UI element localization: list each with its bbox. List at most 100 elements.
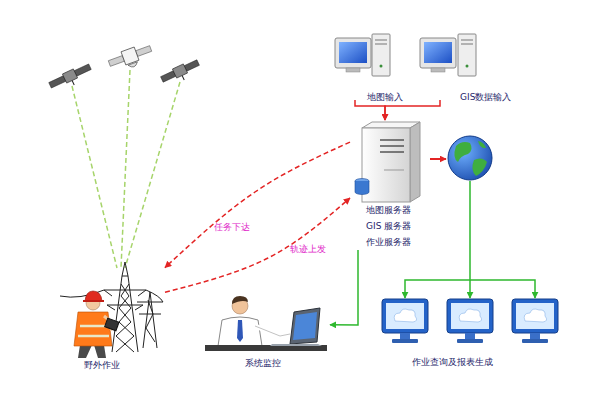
connector-line (469, 280, 471, 298)
node-label: GIS 服务器 (366, 221, 411, 232)
monitor-icon (530, 333, 540, 339)
computer-icon (375, 40, 387, 41)
server-icon (355, 181, 369, 195)
field-work-node: 野外作业 (55, 262, 165, 374)
pylon (143, 292, 157, 348)
satellite (74, 64, 91, 76)
satellite (136, 46, 152, 57)
monitor-icon (516, 303, 554, 329)
node-label: 野外作业 (84, 360, 120, 371)
computer-icon (431, 68, 445, 72)
field-worker (85, 291, 102, 301)
operator (205, 345, 327, 351)
connector-line (355, 100, 385, 120)
computer-icon (461, 40, 473, 41)
monitor-icon (400, 333, 410, 339)
computer-icon (372, 34, 390, 76)
computer-icon (458, 34, 476, 76)
computer-icon (461, 44, 473, 45)
pylon (112, 276, 138, 352)
computer-icon (346, 68, 360, 72)
edge-label: 任务下达 (214, 222, 250, 233)
input-computer: 地图输入 (330, 36, 410, 100)
satellite-beam (121, 70, 130, 268)
computer-icon (375, 44, 387, 45)
monitor-icon (451, 303, 489, 329)
pylon (104, 290, 146, 305)
connector-line (330, 250, 358, 325)
computer-icon (335, 38, 371, 68)
connector (330, 250, 358, 325)
field-worker (94, 345, 106, 358)
pylon (146, 300, 155, 342)
operator (293, 312, 317, 340)
pylon (60, 262, 163, 352)
computer-icon (466, 65, 469, 68)
node-label: 作业查询及报表生成 (412, 357, 493, 368)
pylon (116, 284, 134, 352)
computer-icon (335, 34, 390, 76)
server-icon (384, 170, 404, 171)
connector-line (470, 280, 535, 298)
pylon (122, 262, 128, 276)
computer-icon (424, 42, 452, 63)
satellite (128, 62, 139, 69)
server-icon (380, 145, 404, 147)
server-icon (355, 122, 420, 202)
monitor-icon (447, 299, 493, 343)
computer-icon (339, 42, 367, 63)
satellite (48, 62, 94, 94)
monitor-icon (394, 309, 416, 322)
satellite (72, 81, 74, 86)
connector (165, 198, 350, 292)
node-label: 系统监控 (245, 358, 281, 369)
operator (237, 320, 243, 342)
monitor-icon (512, 299, 558, 343)
field-worker (105, 318, 119, 331)
satellite (160, 58, 203, 88)
node-label: 地图服务器 (366, 205, 411, 216)
server-icon (380, 139, 404, 141)
report-node: 作业查询及报表生成 (385, 296, 560, 372)
operator (255, 326, 290, 336)
satellite (62, 69, 77, 83)
operator (255, 326, 290, 336)
computer-icon (420, 34, 476, 76)
pylon (60, 290, 163, 302)
satellite (184, 60, 199, 71)
globe-icon (448, 136, 492, 180)
node-label: 地图输入 (367, 92, 403, 103)
computer-icon (380, 65, 383, 68)
operator (270, 344, 322, 346)
field-worker (78, 345, 92, 358)
satellite (172, 64, 187, 78)
operator (205, 296, 327, 351)
monitor-icon (382, 299, 428, 333)
server-icon (380, 151, 404, 153)
connector (405, 159, 535, 298)
monitor-icon (459, 309, 481, 322)
satellite (107, 42, 155, 74)
monitor-icon (447, 299, 493, 333)
field-worker (74, 291, 119, 358)
satellite-beam (125, 82, 180, 268)
globe-icon (448, 136, 492, 180)
pylon (104, 290, 146, 310)
field-worker (78, 326, 109, 336)
connector-line (165, 198, 350, 292)
connector (165, 142, 350, 268)
globe-icon (478, 141, 486, 148)
connector-line (385, 100, 440, 120)
node-label: GIS数据输入 (460, 92, 511, 103)
edge-label: 轨迹上发 (290, 244, 326, 255)
monitor-icon (392, 339, 418, 343)
server-icon (410, 122, 420, 202)
connector (385, 100, 440, 120)
computer-icon (420, 38, 456, 68)
server-node: 地图服务器GIS 服务器作业服务器 (350, 120, 430, 250)
operator (232, 296, 248, 304)
satellite-beam (72, 70, 180, 268)
